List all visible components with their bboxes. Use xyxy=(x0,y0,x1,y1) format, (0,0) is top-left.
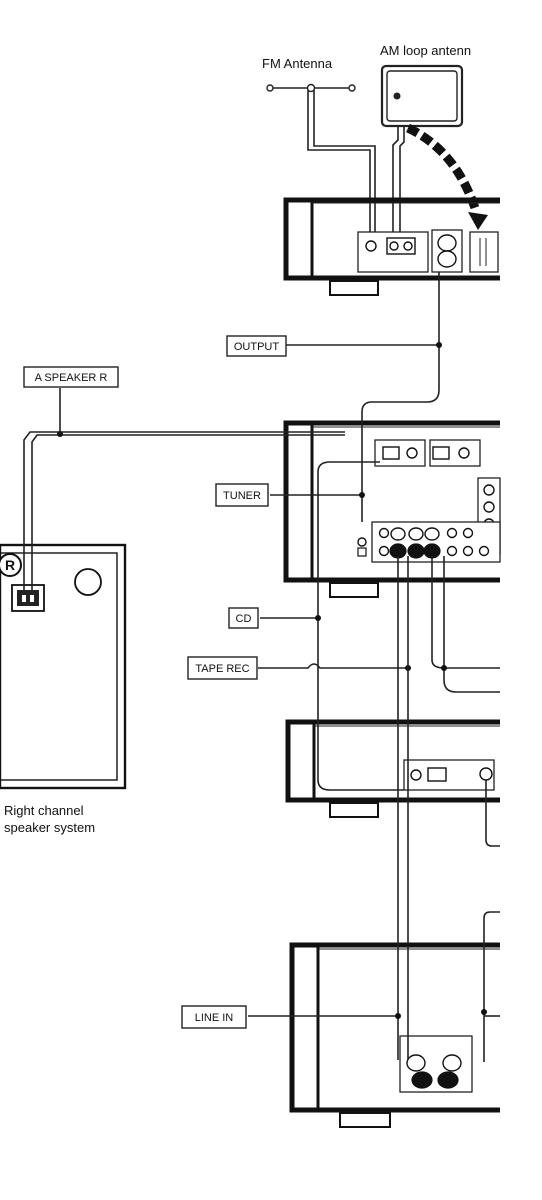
right-speaker xyxy=(0,543,127,790)
arrow-icon xyxy=(406,123,488,230)
speaker-caption-line2: speaker system xyxy=(4,820,95,835)
speaker-label-box: A SPEAKER R xyxy=(23,366,119,388)
tape-rec-label-box: TAPE REC xyxy=(187,656,258,680)
cd-player-unit xyxy=(285,719,500,818)
amplifier-unit xyxy=(283,420,501,598)
fm-antenna xyxy=(266,83,376,240)
line-in-label: LINE IN xyxy=(195,1012,234,1024)
tuner-label: TUNER xyxy=(223,490,261,502)
cd-label: CD xyxy=(236,613,252,625)
channel-mark-icon xyxy=(0,553,22,577)
connection-wires xyxy=(23,272,500,1062)
tape-rec-label: TAPE REC xyxy=(195,663,249,675)
tape-deck-unit xyxy=(289,942,500,1128)
am-antenna-label: AM loop antenn xyxy=(380,43,471,58)
speaker-caption-line1: Right channel xyxy=(4,803,84,818)
tuner-unit xyxy=(283,197,500,296)
channel-mark: R xyxy=(5,557,15,573)
cd-label-box: CD xyxy=(228,607,259,629)
fm-antenna-label: FM Antenna xyxy=(262,56,333,71)
tuner-label-box: TUNER xyxy=(215,483,269,507)
output-label-box: OUTPUT xyxy=(226,335,287,357)
line-in-label-box: LINE IN xyxy=(181,1005,247,1029)
speaker-label: A SPEAKER R xyxy=(35,372,108,384)
am-loop-antenna xyxy=(380,64,464,240)
output-label: OUTPUT xyxy=(234,341,280,353)
